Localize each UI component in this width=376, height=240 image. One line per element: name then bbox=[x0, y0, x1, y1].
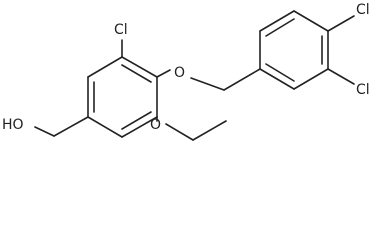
bond-ring2-cl-b bbox=[327, 68, 355, 85]
atom-o-ethoxy: O bbox=[150, 117, 161, 133]
bond-c5-ch2 bbox=[53, 116, 89, 137]
bond-o-ethyl-1 bbox=[165, 123, 194, 141]
bond-ring2-c6-c1 bbox=[259, 68, 295, 90]
left-ring bbox=[87, 56, 158, 138]
bond-ring2-c2-c3 bbox=[259, 10, 295, 32]
bond-ring1-c4-c5 bbox=[87, 116, 123, 138]
bond-o-ch2 bbox=[190, 77, 225, 91]
bond-ring2-double-c bbox=[265, 63, 295, 82]
bond-ring2-double-a bbox=[265, 18, 295, 37]
bond-ring1-double-a bbox=[121, 64, 152, 83]
bond-ring2-cl-a bbox=[327, 15, 355, 32]
bond-ring2-c3-c4 bbox=[293, 10, 329, 32]
bond-ring1-c6-c1 bbox=[87, 56, 123, 78]
bond-ethyl-2 bbox=[192, 120, 227, 141]
atom-cl-ring-a: Cl bbox=[356, 2, 370, 18]
bond-c2-o-ether bbox=[156, 69, 171, 78]
atom-cl-ring-b: Cl bbox=[356, 82, 370, 98]
bond-ch2-ring2 bbox=[223, 68, 261, 91]
bond-ring1-c1-c2 bbox=[121, 56, 158, 78]
bond-ring1-c3-c4 bbox=[121, 116, 158, 138]
atom-ho: HO bbox=[2, 117, 24, 133]
bond-ring1-double-b bbox=[121, 111, 152, 130]
atom-o-ether: O bbox=[174, 65, 185, 81]
bond-ring2-c5-c6 bbox=[293, 68, 329, 90]
bond-ch2-oh bbox=[34, 126, 55, 137]
molecule-structure: Cl O Cl Cl HO O bbox=[2, 2, 370, 141]
atom-cl-top: Cl bbox=[114, 22, 128, 38]
right-ring bbox=[259, 10, 329, 90]
